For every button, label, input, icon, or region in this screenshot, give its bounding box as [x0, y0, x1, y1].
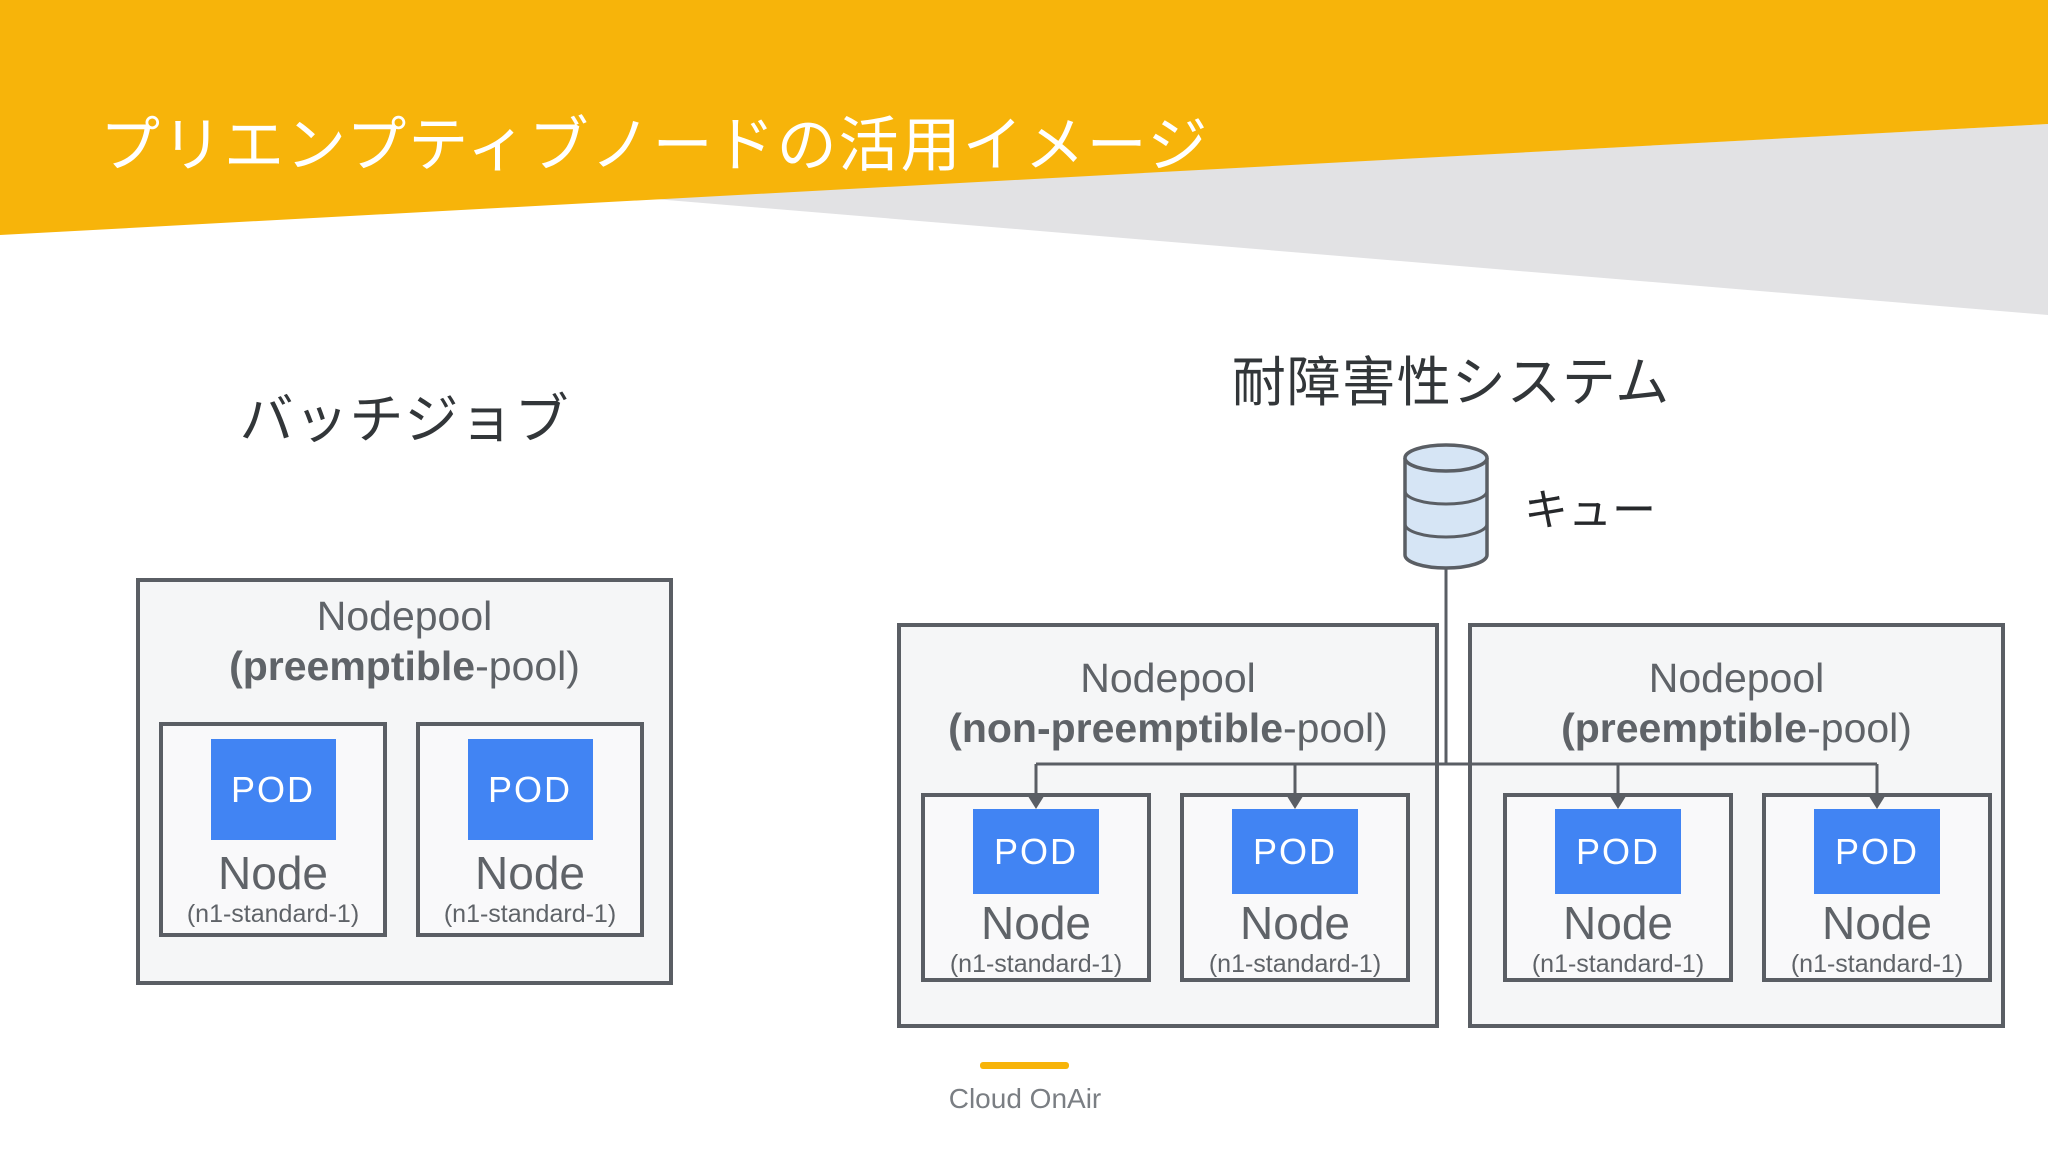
nodepool-title: Nodepool (preemptible-pool): [140, 591, 669, 691]
node-machine-type: (n1-standard-1): [443, 900, 617, 928]
right-section-heading: 耐障害性システム: [1231, 353, 1671, 413]
node-box: POD Node (n1-standard-1): [159, 722, 387, 937]
pool-name-rest: -pool): [1283, 705, 1388, 751]
node-machine-type: (n1-standard-1): [1790, 950, 1964, 978]
pool-name-rest: -pool): [475, 643, 580, 689]
node-box: POD Node (n1-standard-1): [921, 793, 1151, 982]
pod-badge: POD: [467, 739, 593, 840]
pool-name-bold: (preemptible: [229, 643, 476, 689]
pool-name-bold: (preemptible: [1561, 705, 1808, 751]
node-label: Node: [475, 847, 585, 899]
pod-badge: POD: [1814, 809, 1940, 894]
nodepool-name: Nodepool: [1080, 655, 1256, 701]
node-label: Node: [1822, 897, 1932, 949]
node-machine-type: (n1-standard-1): [949, 950, 1123, 978]
footer-brand: Cloud OnAir: [948, 1083, 1102, 1114]
pool-name-bold: (non-preemptible: [948, 705, 1283, 751]
queue-database-icon: [1403, 443, 1489, 570]
node-box: POD Node (n1-standard-1): [1503, 793, 1733, 982]
node-machine-type: (n1-standard-1): [186, 900, 360, 928]
nodepool-title: Nodepool (non-preemptible-pool): [901, 653, 1435, 753]
nodepool-name: Nodepool: [316, 593, 493, 639]
slide-title: プリエンプティブノードの活用イメージ: [100, 112, 1210, 180]
nodepool-pool-name: (preemptible-pool): [140, 641, 669, 691]
node-box: POD Node (n1-standard-1): [1762, 793, 1992, 982]
node-label: Node: [1240, 897, 1350, 949]
node-machine-type: (n1-standard-1): [1208, 950, 1382, 978]
queue-label: キュー: [1524, 486, 1656, 535]
node-row: POD Node (n1-standard-1) POD Node (n1-st…: [921, 793, 1410, 982]
nodepool-pool-name: (non-preemptible-pool): [901, 703, 1435, 753]
node-label: Node: [981, 897, 1091, 949]
node-box: POD Node (n1-standard-1): [1180, 793, 1410, 982]
node-row: POD Node (n1-standard-1) POD Node (n1-st…: [1503, 793, 1992, 982]
nodepool-title: Nodepool (preemptible-pool): [1472, 653, 2001, 753]
nodepool-name: Nodepool: [1648, 655, 1825, 701]
node-row: POD Node (n1-standard-1) POD Node (n1-st…: [159, 722, 644, 937]
pod-badge: POD: [210, 739, 336, 840]
footer-accent-bar: [980, 1062, 1069, 1069]
nodepool-box-preemptible-left: Nodepool (preemptible-pool) POD Node (n1…: [136, 578, 673, 985]
node-box: POD Node (n1-standard-1): [416, 722, 644, 937]
pool-name-rest: -pool): [1807, 705, 1912, 751]
nodepool-box-non-preemptible: Nodepool (non-preemptible-pool) POD Node…: [897, 623, 1439, 1028]
left-section-heading: バッチジョブ: [239, 390, 570, 450]
pod-badge: POD: [1555, 809, 1681, 894]
nodepool-pool-name: (preemptible-pool): [1472, 703, 2001, 753]
nodepool-box-preemptible-right: Nodepool (preemptible-pool) POD Node (n1…: [1468, 623, 2005, 1028]
node-machine-type: (n1-standard-1): [1531, 950, 1705, 978]
node-label: Node: [1563, 897, 1673, 949]
pod-badge: POD: [1232, 809, 1358, 894]
node-label: Node: [218, 847, 328, 899]
pod-badge: POD: [973, 809, 1099, 894]
